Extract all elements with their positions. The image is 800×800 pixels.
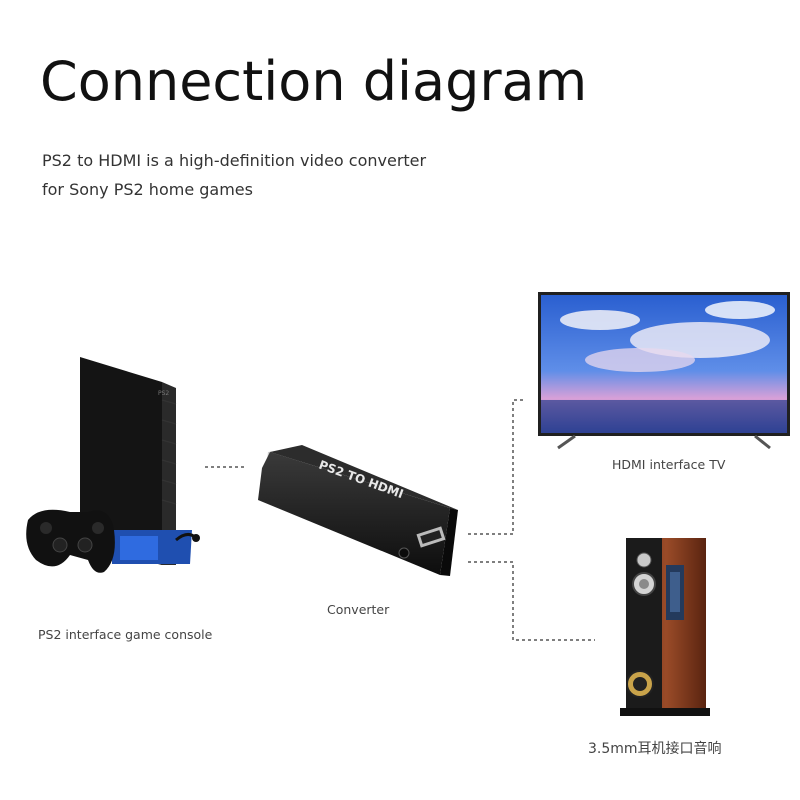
console-label: PS2 interface game console [38,627,213,642]
speaker-label: 3.5mm耳机接口音响 [588,741,722,757]
speaker-image [620,538,710,716]
subtitle-line-1: PS2 to HDMI is a high-definition video c… [42,151,427,170]
converter-label: Converter [327,602,390,617]
page-subtitle: PS2 to HDMI is a high-definition video c… [42,146,426,204]
ps2-console-image: PS2 [26,357,200,573]
converter-to-tv-line [468,399,526,535]
svg-text:PS2: PS2 [158,390,169,397]
page-title: Connection diagram [40,50,588,113]
hdmi-tv-image [538,292,790,450]
converter-to-speaker-line [468,561,595,641]
subtitle-line-2: for Sony PS2 home games [42,180,253,199]
converter-device-image: PS2 TO HDMI [258,445,458,576]
tv-label: HDMI interface TV [612,457,726,472]
connection-lines [205,399,595,641]
